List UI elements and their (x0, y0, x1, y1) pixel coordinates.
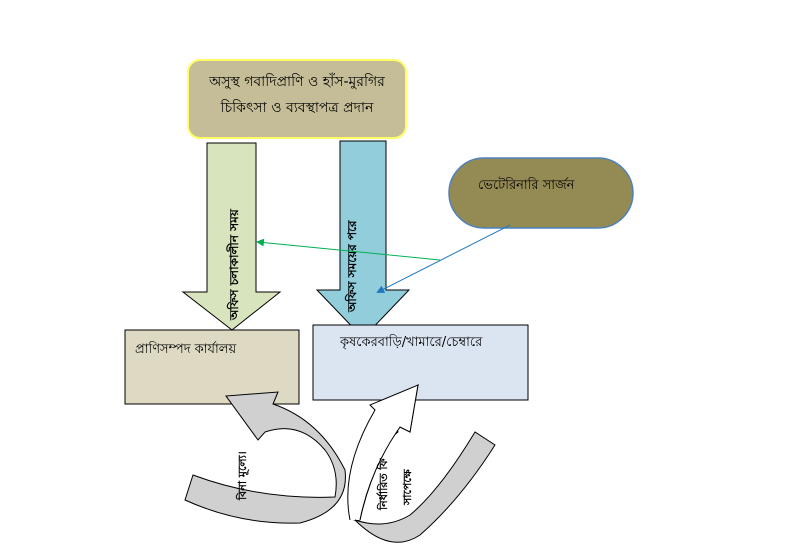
fee-label-line2: সাপেক্ষে (401, 468, 414, 506)
after-hours-arrow: অফিস সময়ের পরে (315, 140, 411, 339)
office-box: প্রাণিসম্পদ কার্যালয় (124, 329, 300, 405)
top-box-line1: অসুস্থ গবাদিপ্রাণি ও হাঁস-মুরগির (208, 73, 385, 90)
fee-label-line1: নির্ধারিত ফি (376, 458, 390, 511)
fee-curved-arrow: নির্ধারিত ফি সাপেক্ষে (347, 383, 496, 543)
connector-blue (376, 224, 511, 293)
free-curved-arrow: বিনা মূল্যে। (184, 391, 346, 524)
office-label: প্রাণিসম্পদ কার্যালয় (135, 341, 236, 357)
surgeon-shape: ভেটেরিনারি সার্জন (448, 157, 634, 229)
after-hours-label: অফিস সময়ের পরে (344, 220, 359, 313)
office-hours-label: অফিস চলাকালীন সময় (226, 208, 241, 321)
office-hours-arrow: অফিস চলাকালীন সময় (181, 142, 282, 331)
top-box: অসুস্থ গবাদিপ্রাণি ও হাঁস-মুরগির চিকিৎসা… (187, 59, 407, 139)
free-label: বিনা মূল্যে। (235, 451, 250, 501)
farm-label: কৃষকেরবাড়ি/খামারে/চেম্বারে (339, 334, 483, 350)
connector-green (256, 238, 441, 261)
surgeon-label: ভেটেরিনারি সার্জন (478, 177, 575, 193)
top-box-line2: চিকিৎসা ও ব্যবস্থাপত্র প্রদান (220, 99, 374, 116)
farm-box: কৃষকেরবাড়ি/খামারে/চেম্বারে (312, 324, 529, 401)
